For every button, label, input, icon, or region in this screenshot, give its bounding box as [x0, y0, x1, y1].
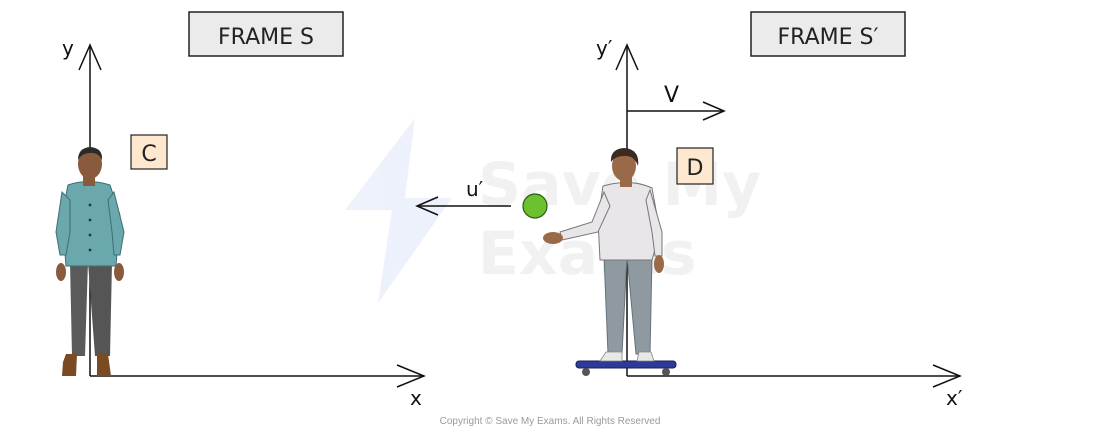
- ball-icon: [522, 193, 548, 219]
- frame-velocity-arrowhead-icon: [702, 101, 726, 121]
- frame-s-prime-title: FRAME S′: [778, 25, 879, 50]
- ball-velocity-arrowhead-icon: [415, 196, 439, 216]
- copyright-notice: Copyright © Save My Exams. All Rights Re…: [439, 416, 661, 427]
- frame-s-x-arrowhead-icon: [396, 364, 426, 388]
- observer-d-person-icon: [543, 148, 664, 362]
- frame-s: FRAME S y x C: [55, 11, 426, 410]
- frame-s-prime-title-box: [750, 11, 906, 57]
- frame-s-prime-y-arrowhead-icon: [615, 43, 639, 71]
- frame-s-title: FRAME S: [218, 25, 314, 50]
- frame-s-prime-x-arrowhead-icon: [932, 364, 962, 388]
- watermark-bolt-icon: [345, 118, 452, 303]
- frame-s-prime: FRAME S′ y′ x′ V D: [543, 11, 963, 410]
- skateboard-icon: [575, 360, 677, 376]
- frame-s-y-label: y: [62, 36, 74, 60]
- frame-s-title-box: [188, 11, 344, 57]
- watermark: Save My Exams: [345, 118, 761, 303]
- ball-velocity-label: u′: [466, 177, 484, 201]
- observer-c-label: C: [141, 142, 156, 167]
- frame-s-prime-y-label: y′: [596, 36, 613, 60]
- frame-s-x-label: x: [410, 386, 422, 410]
- frame-s-prime-x-label: x′: [946, 386, 963, 410]
- observer-c-person-icon: [55, 147, 125, 376]
- frame-s-y-arrowhead-icon: [78, 43, 102, 71]
- ball-group: u′: [415, 177, 548, 219]
- observer-d-label: D: [687, 156, 704, 181]
- observer-c-label-box: [130, 134, 168, 170]
- observer-d-label-box: [676, 147, 714, 185]
- frame-velocity-label: V: [664, 83, 679, 108]
